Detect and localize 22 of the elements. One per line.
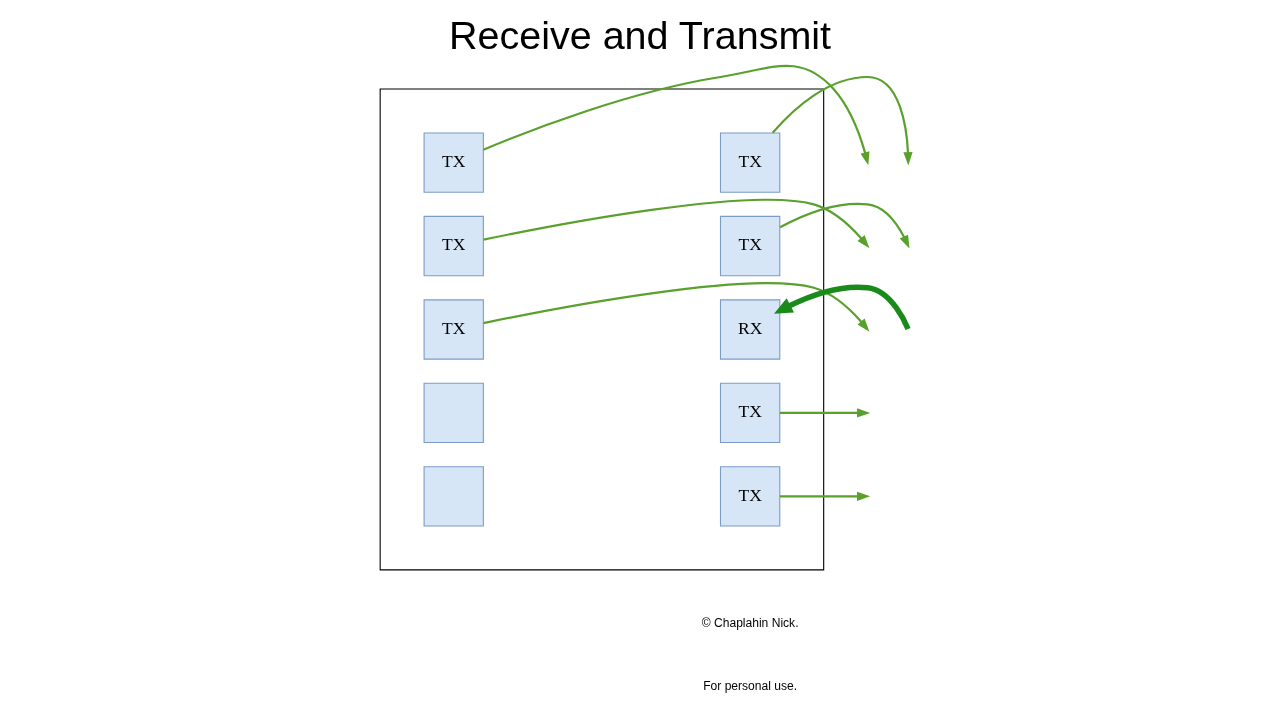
arrow	[779, 491, 871, 501]
node-box	[423, 382, 484, 444]
arrow	[771, 75, 913, 166]
node-box: TX	[423, 215, 484, 277]
label: For personal use.	[703, 679, 798, 694]
arrow	[483, 282, 870, 332]
cluster	[379, 88, 825, 571]
arrow	[483, 198, 870, 249]
arrow	[482, 64, 870, 166]
arrow	[779, 202, 910, 249]
node-box: TX	[719, 382, 781, 444]
arrow	[779, 408, 871, 418]
diagram-title: Receive and Transmit	[448, 12, 832, 57]
arrow	[774, 284, 911, 331]
node-box: RX	[719, 299, 781, 360]
node-box: TX	[719, 466, 781, 527]
node-box: TX	[423, 132, 484, 193]
node-box: TX	[719, 215, 781, 277]
label: © Chaplahin Nick.	[701, 615, 799, 630]
node-box: TX	[423, 299, 484, 360]
node-box: TX	[719, 132, 781, 193]
node-box	[423, 466, 484, 527]
